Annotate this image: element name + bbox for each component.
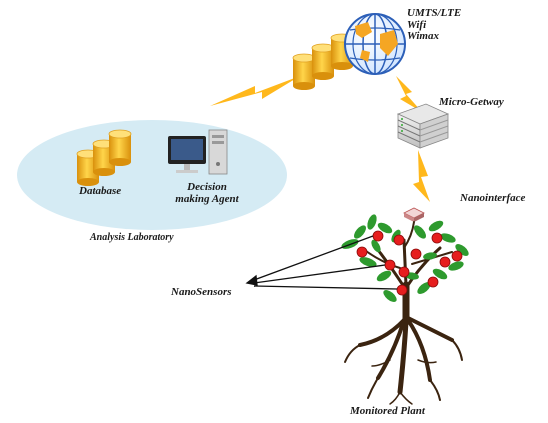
network-label-line3: Wimax [407, 30, 439, 43]
plant-icon [341, 214, 469, 405]
network-label-line1: UMTS/LTE [407, 7, 462, 19]
agent-label-line2: making Agent [175, 192, 239, 205]
lab-title: Analysis Laboratory [90, 232, 174, 243]
gateway-label: Micro-Getway [439, 96, 504, 108]
network-label: UMTS/LTE Wifi Wimax [407, 7, 462, 43]
database-label: Database [79, 185, 122, 197]
database-icon [292, 33, 354, 91]
lightning-icon [210, 76, 300, 106]
globe-icon [344, 13, 406, 75]
nanosensor-arrows [245, 235, 398, 290]
agent-label-line1: Decision [187, 181, 227, 193]
nanochip-icon [403, 207, 425, 222]
nanointerface-label: Nanointerface [460, 192, 526, 204]
nanosensors-label: NanoSensors [171, 286, 232, 298]
server-icon [396, 103, 450, 149]
network-label-line2: Wifi [407, 18, 427, 31]
analysis-laboratory-area [17, 120, 287, 230]
agent-label: Decision making Agent [163, 181, 251, 205]
lightning-icon [396, 76, 422, 112]
plant-label: Monitored Plant [350, 405, 425, 417]
computer-icon [168, 129, 228, 175]
lightning-icon [413, 150, 430, 202]
